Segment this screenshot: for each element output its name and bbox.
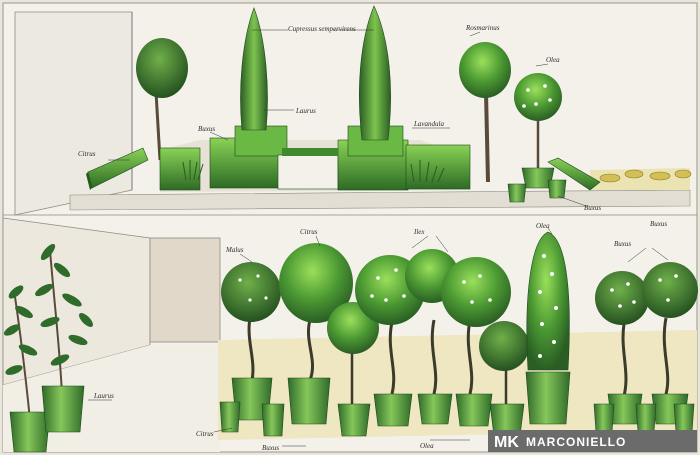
- label-top-4: Citrus: [78, 150, 96, 158]
- bottom-scene: Malus Citrus Ilex Olea Buxus Laurus Citr…: [2, 217, 698, 453]
- cypress-right: [359, 5, 391, 141]
- label-top-7: Olea: [546, 56, 560, 64]
- top-standard-tree-right: [459, 42, 511, 183]
- topiary-row: [221, 231, 698, 437]
- bottom-olive-trees: [3, 243, 93, 453]
- bottom-ground: [218, 330, 697, 440]
- label-bottom-3: Ilex: [413, 228, 425, 236]
- parterre: [159, 125, 471, 192]
- bottom-back-wall: [149, 237, 221, 343]
- label-bottom-4: Olea: [536, 222, 550, 230]
- label-bottom-10: Buxus: [650, 220, 667, 228]
- brand-logo-mark: MK: [494, 434, 519, 451]
- cypress-left: [240, 7, 268, 131]
- label-top-8: Buxus: [584, 204, 601, 212]
- brand-name: MARCONIELLO: [526, 435, 626, 449]
- top-left-wall: [14, 11, 133, 216]
- label-top-1: Cupressus sempervirens: [288, 25, 356, 33]
- top-hedge-right: [547, 157, 601, 191]
- bottom-small-pots: [219, 401, 695, 437]
- topiary-flowers: [238, 254, 678, 358]
- label-bottom-2: Citrus: [300, 228, 318, 236]
- top-standard-tree-left: [136, 38, 188, 161]
- label-top-3: Laurus: [295, 107, 316, 115]
- top-citrus-tree: [514, 73, 562, 189]
- label-top-6: Rosmarinus: [465, 24, 500, 32]
- label-bottom-9: Olea: [420, 442, 434, 450]
- top-leader-lines: [108, 29, 587, 207]
- label-top-2: Buxus: [198, 125, 215, 133]
- top-floor: [69, 189, 691, 211]
- label-bottom-8: Buxus: [262, 444, 279, 452]
- bottom-leader-lines: [88, 227, 669, 447]
- label-bottom-6: Laurus: [93, 392, 114, 400]
- top-scene: Cupressus sempervirens Buxus Laurus Citr…: [14, 5, 692, 216]
- label-bottom-7: Citrus: [196, 430, 214, 438]
- label-bottom-5: Buxus: [614, 240, 631, 248]
- label-top-5: Lavandula: [413, 120, 444, 128]
- top-hedge-left: [86, 147, 149, 190]
- label-bottom-1: Malus: [225, 246, 244, 254]
- stepping-stones: [599, 169, 692, 183]
- brand-logo: MK MARCONIELLO: [488, 430, 697, 452]
